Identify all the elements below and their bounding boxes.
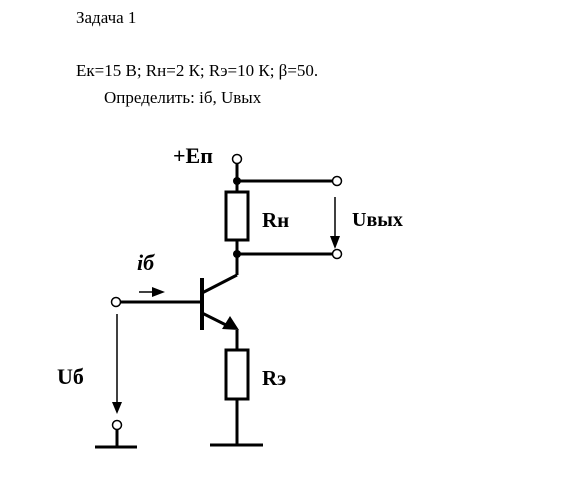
output-terminal-bottom bbox=[331, 248, 343, 260]
output-arrowhead-icon bbox=[330, 236, 340, 249]
problem-title: Задача 1 bbox=[76, 8, 137, 27]
emitter-resistor-label: Rэ bbox=[262, 366, 286, 390]
junction-dot bbox=[233, 177, 241, 185]
input-voltage-label: Uб bbox=[57, 364, 84, 389]
output-voltage-label: Uвых bbox=[352, 209, 403, 231]
emitter-arrow-icon bbox=[222, 316, 239, 330]
task-statement: Определить: iб, Uвых bbox=[104, 88, 262, 107]
input-ground-terminal bbox=[111, 419, 123, 431]
transistor-emitter bbox=[201, 311, 229, 328]
emitter-resistor bbox=[224, 348, 250, 401]
base-current-label: iб bbox=[137, 250, 155, 275]
transistor-collector bbox=[201, 273, 238, 295]
input-terminal bbox=[110, 296, 122, 308]
load-resistor bbox=[224, 190, 250, 242]
load-resistor-label: Rн bbox=[262, 208, 289, 232]
supply-label: +Eп bbox=[173, 143, 213, 168]
input-arrowhead-icon bbox=[112, 402, 122, 414]
junction-dot bbox=[233, 250, 241, 258]
given-values: Eк=15 В; Rн=2 К; Rэ=10 К; β=50. bbox=[76, 61, 319, 80]
output-terminal-top bbox=[331, 175, 343, 187]
current-arrowhead-icon bbox=[152, 287, 165, 297]
supply-terminal bbox=[231, 153, 243, 165]
